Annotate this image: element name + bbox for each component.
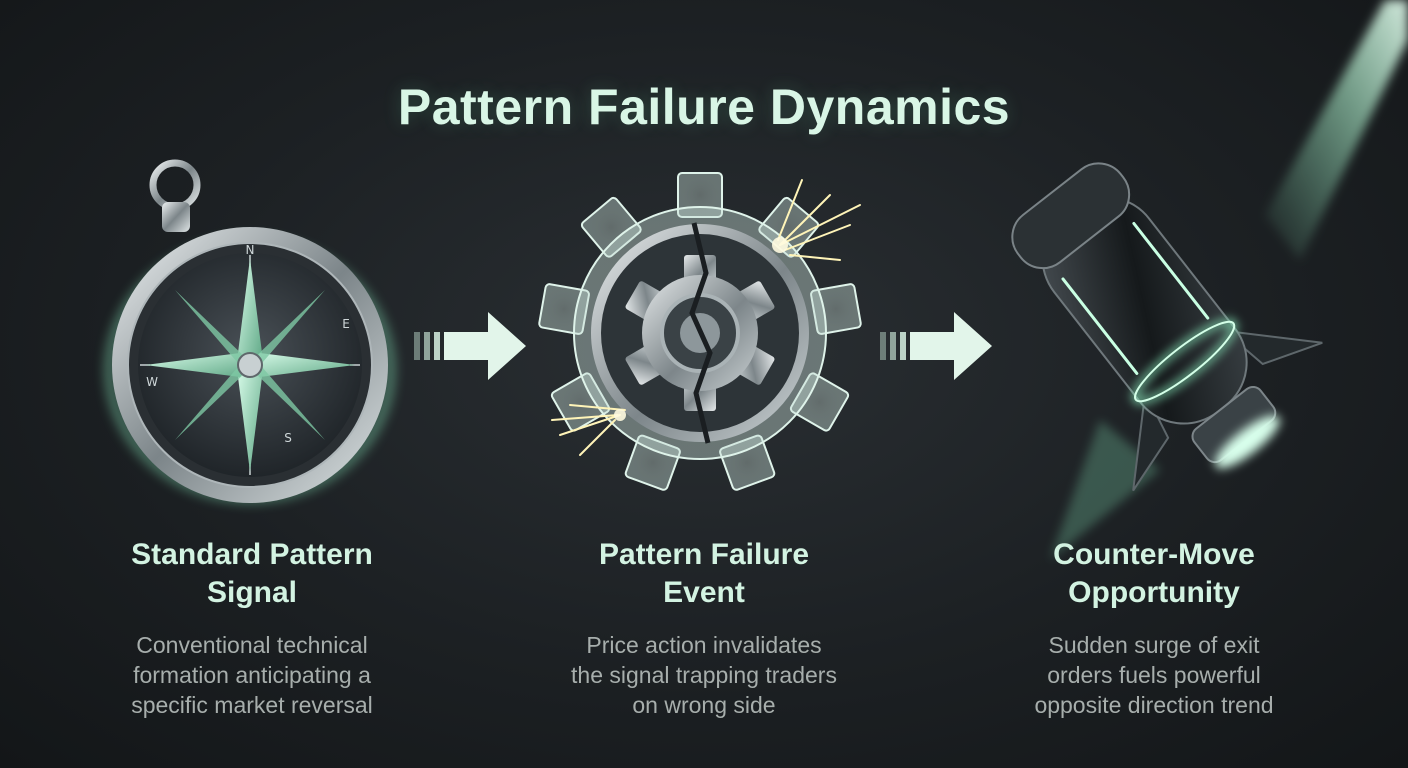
step-title-line: Counter-Move [1053, 538, 1255, 571]
step-title-line: Event [663, 576, 745, 609]
step-counter-move-opportunity: Counter-Move Opportunity Sudden surge of… [954, 536, 1354, 720]
step-description-line: on wrong side [632, 692, 776, 718]
compass-icon: N E W S [106, 159, 394, 503]
step-title-line: Standard Pattern [131, 538, 373, 571]
step-title-line: Pattern Failure [598, 538, 810, 571]
page-title: Pattern Failure Dynamics [397, 78, 1011, 135]
step-description: Sudden surge of exit orders fuels powerf… [954, 630, 1354, 720]
arrow-right-icon [880, 312, 992, 380]
step-description: Conventional technical formation anticip… [52, 630, 452, 720]
step-description-line: orders fuels powerful [1047, 662, 1261, 688]
step-standard-pattern-signal: Standard Pattern Signal Conventional tec… [52, 536, 452, 720]
rocket-icon [1011, 0, 1408, 560]
step-title-line: Signal [206, 576, 297, 609]
step-description-line: specific market reversal [131, 692, 373, 718]
arrow-right-icon [414, 312, 526, 380]
step-title: Counter-Move Opportunity [954, 536, 1354, 612]
step-description-line: opposite direction trend [1034, 692, 1274, 718]
step-title: Pattern Failure Event [504, 536, 904, 612]
compass-east-letter: E [342, 317, 350, 331]
step-description-line: the signal trapping traders [571, 662, 837, 688]
step-pattern-failure-event: Pattern Failure Event Price action inval… [504, 536, 904, 720]
compass-south-letter: S [284, 431, 292, 445]
step-description-line: Conventional technical [136, 632, 368, 658]
broken-gear-icon [538, 172, 862, 491]
step-description-line: Price action invalidates [586, 632, 822, 658]
step-description-line: Sudden surge of exit [1048, 632, 1260, 658]
step-description: Price action invalidates the signal trap… [504, 630, 904, 720]
step-title-line: Opportunity [1068, 576, 1240, 609]
step-description-line: formation anticipating a [133, 662, 371, 688]
compass-north-letter: N [246, 243, 255, 257]
step-title: Standard Pattern Signal [52, 536, 452, 612]
compass-west-letter: W [146, 375, 158, 389]
